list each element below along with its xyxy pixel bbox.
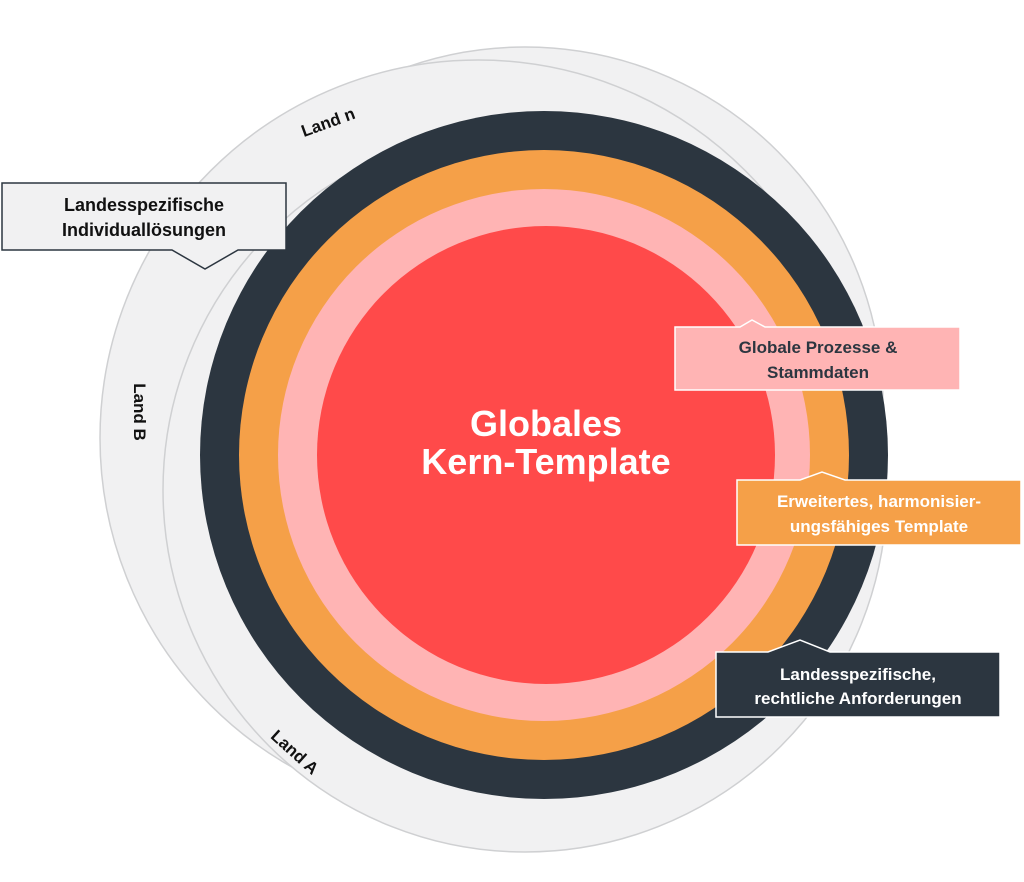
callout-legal-requirements: Landesspezifische, rechtliche Anforderun… bbox=[715, 639, 1001, 718]
callout-global-line2: Stammdaten bbox=[767, 363, 869, 382]
callout-extended-line1: Erweitertes, harmonisier- bbox=[777, 492, 981, 511]
callout-individual-line2: Individuallösungen bbox=[62, 220, 226, 240]
core-template-circle bbox=[317, 226, 775, 684]
land-b-label: Land B bbox=[130, 383, 149, 441]
callout-legal-line1: Landesspezifische, bbox=[780, 665, 936, 684]
callout-individual-solutions: Landesspezifische Individuallösungen bbox=[1, 182, 287, 270]
core-title-line1: Globales bbox=[470, 403, 622, 444]
callout-extended-template: Erweitertes, harmonisier- ungsfähiges Te… bbox=[736, 471, 1022, 546]
callout-legal-line2: rechtliche Anforderungen bbox=[754, 689, 961, 708]
callout-extended-line2: ungsfähiges Template bbox=[790, 517, 968, 536]
callout-global-line1: Globale Prozesse & bbox=[739, 338, 898, 357]
core-title-line2: Kern-Template bbox=[421, 441, 670, 482]
callout-global-processes: Globale Prozesse & Stammdaten bbox=[674, 319, 961, 391]
callout-individual-line1: Landesspezifische bbox=[64, 195, 224, 215]
